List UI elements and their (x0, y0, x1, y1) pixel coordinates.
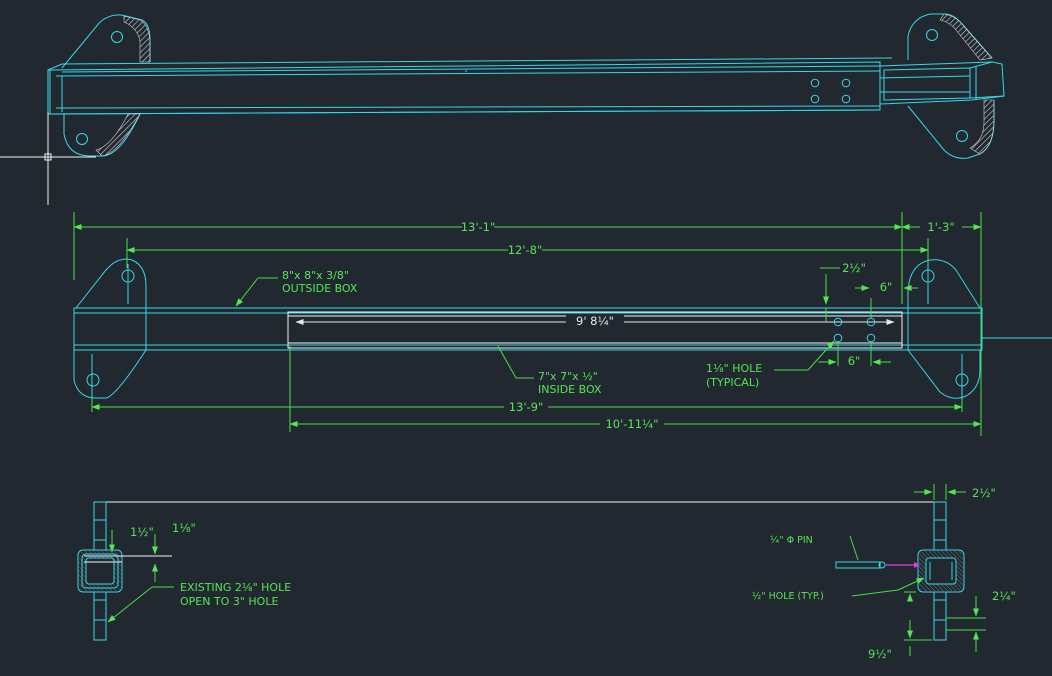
right-top-lug (907, 13, 993, 61)
dim-hole-offset: 2½" (842, 261, 866, 275)
cad-crosshair-cursor (0, 112, 96, 205)
pin-label: ¼" Φ PIN (770, 535, 813, 546)
left-bottom-lug (63, 113, 141, 157)
dim-left-a: 1½" (130, 525, 154, 539)
inside-box-label-line2: INSIDE BOX (538, 383, 602, 396)
left-top-lug (61, 14, 151, 69)
dim-right-side: 2¼" (992, 589, 1016, 603)
main-box-beam (47, 57, 893, 115)
left-section-plate (77, 501, 172, 641)
plan-right-end (907, 259, 981, 399)
dim-inside-length: 9' 8¼" (576, 314, 614, 328)
inner-box-right (879, 61, 1005, 105)
dim-hole-edge: 6" (880, 280, 893, 294)
plan-view: 13'-1" 1'-3" 12'-8" (73, 212, 1052, 436)
left-note-line1: EXISTING 2⅛" HOLE (180, 581, 291, 594)
hole-note-line1: 1⅛" HOLE (706, 362, 762, 375)
outside-box (73, 307, 1052, 351)
right-bottom-lug (907, 99, 995, 159)
dim-overall: 13'-1" (461, 220, 496, 234)
dim-right-top: 2½" (972, 486, 996, 500)
isometric-view (0, 13, 1005, 205)
outside-box-label-line2: OUTSIDE BOX (282, 282, 358, 295)
dim-end: 1'-3" (927, 220, 954, 234)
left-note-line2: OPEN TO 3" HOLE (180, 595, 278, 608)
outside-box-label-line1: 8"x 8"x 3/8" (282, 269, 349, 282)
dim-inner: 12'-8" (508, 243, 543, 257)
dim-bottom-outer: 13'-9" (509, 400, 544, 414)
inside-box-label-line1: 7"x 7"x ½" (538, 370, 598, 383)
hole-label: ½" HOLE (TYP.) (752, 591, 824, 602)
section-view: 1½" 1⅛" EXISTING 2⅛" HOLE OPEN TO 3" HOL… (77, 484, 1016, 661)
dim-right-bottom: 9½" (868, 647, 892, 661)
plan-left-end (73, 258, 147, 399)
right-section-plate (917, 501, 965, 641)
hole-note-line2: (TYPICAL) (706, 376, 759, 389)
dim-bottom-inner: 10'-11¼" (605, 417, 658, 431)
quarter-inch-pin (835, 561, 920, 569)
inside-box: 9' 8¼" (287, 311, 903, 349)
dim-hole-spacing: 6" (848, 354, 861, 368)
dim-left-b: 1⅛" (172, 521, 196, 535)
plan-holes (833, 317, 876, 343)
